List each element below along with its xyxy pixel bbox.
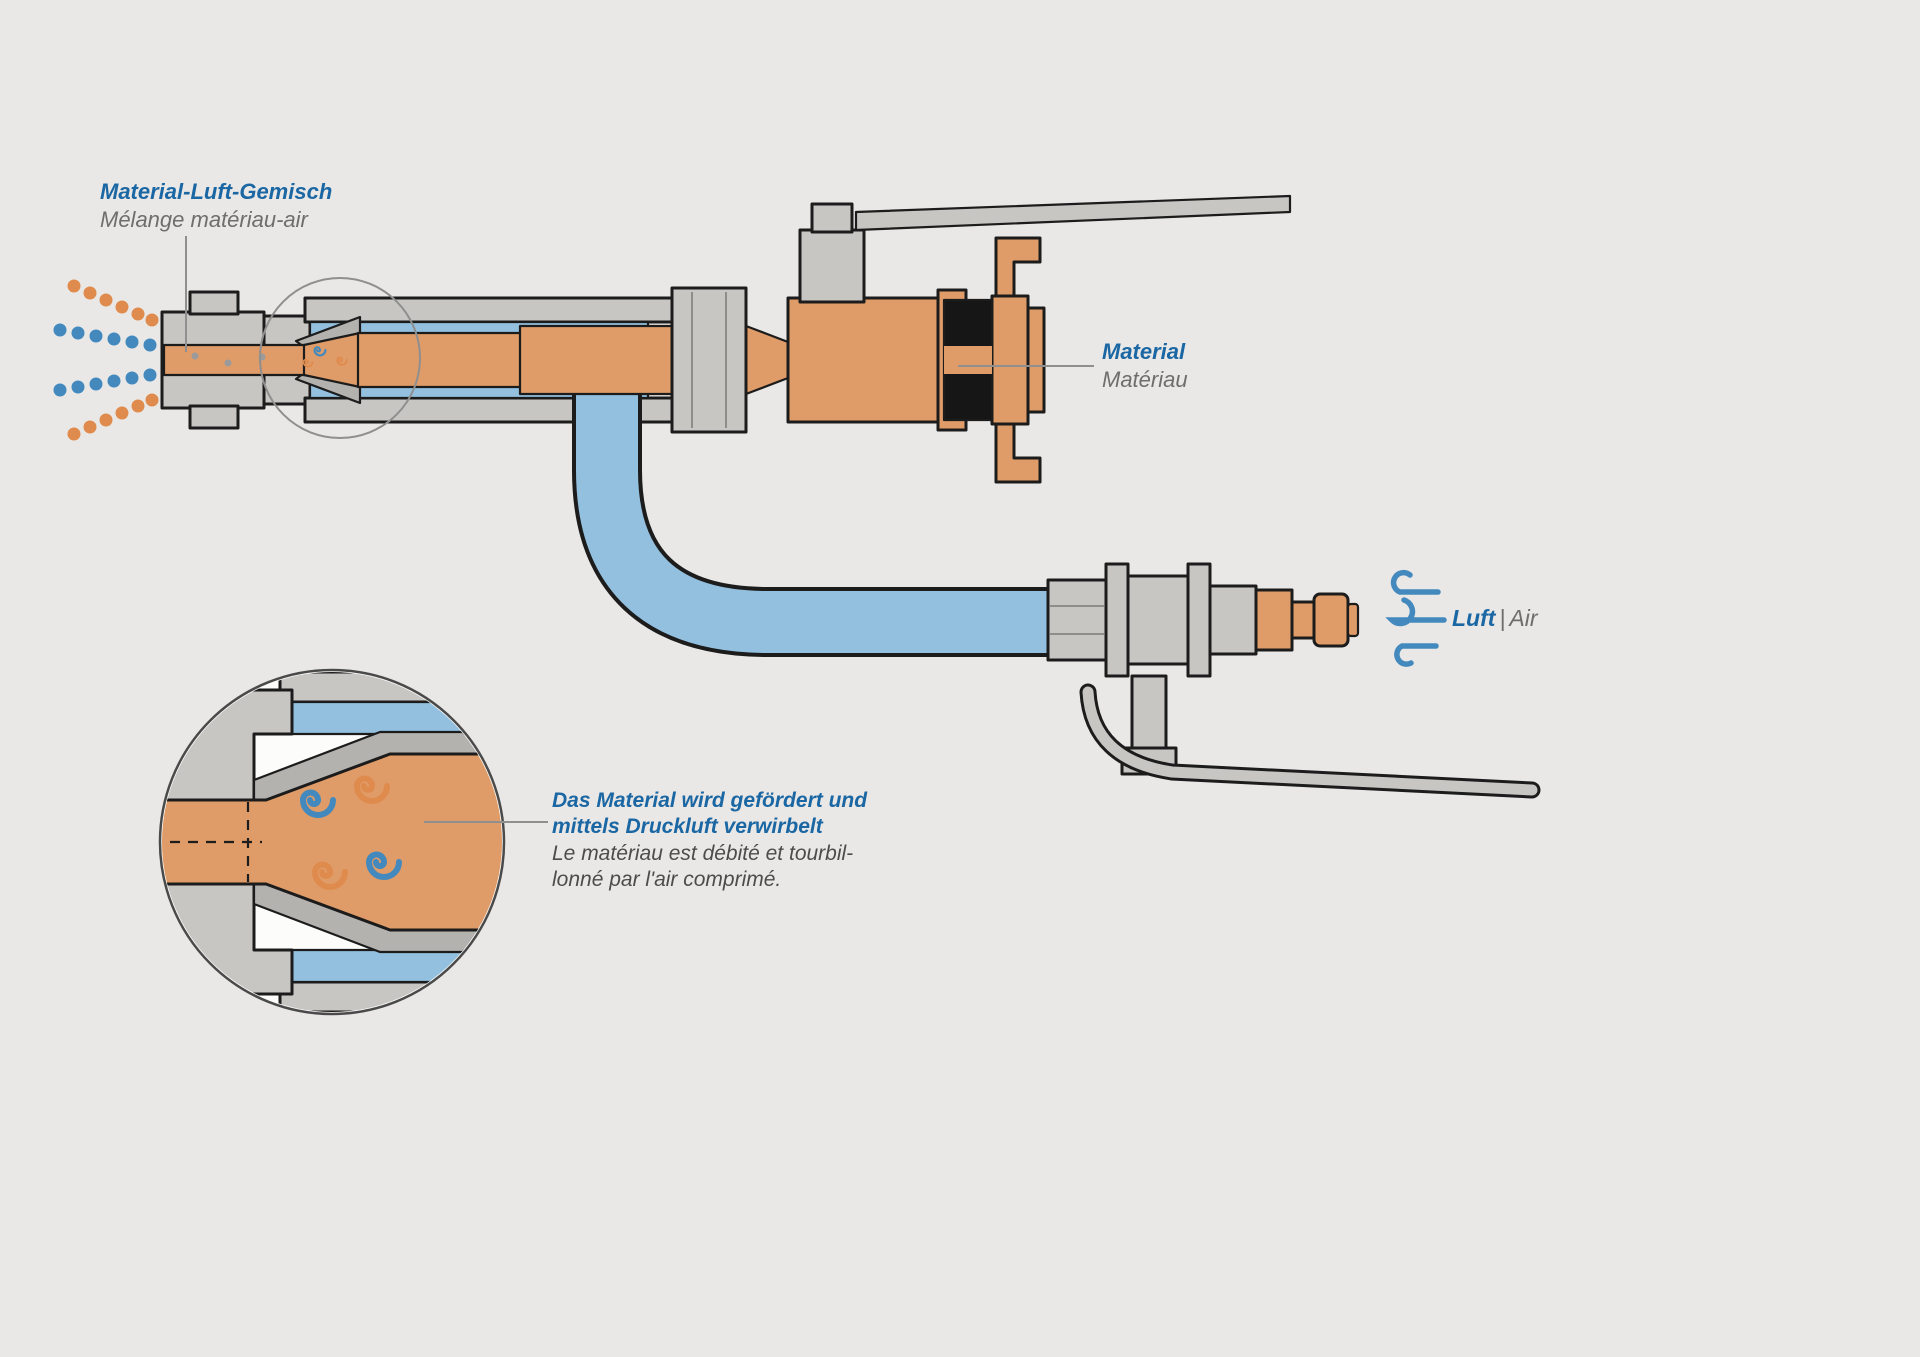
material-specks: [191, 352, 266, 367]
description-label: Das Material wird gefördert und mittels …: [552, 788, 867, 893]
air-nipple: [1254, 588, 1360, 652]
material-label-fr: Matériau: [1102, 366, 1188, 392]
material-valve: [798, 202, 866, 304]
detail-view: [158, 668, 506, 1016]
material-valve-handle: [854, 194, 1292, 232]
mixture-label-de: Material-Luft-Gemisch: [100, 179, 333, 204]
air-label: Luft|Air: [1452, 604, 1538, 633]
description-de-line2: mittels Druckluft verwirbelt: [552, 815, 823, 839]
description-de-line1: Das Material wird gefördert und: [552, 789, 868, 812]
spray-dots: [53, 279, 159, 441]
air-label-separator: |: [1499, 605, 1506, 631]
material-label-de: Material: [1102, 339, 1186, 364]
air-valve: [1046, 562, 1258, 678]
coupling-claw-top: [994, 236, 1042, 298]
leader-lines: [185, 236, 1094, 823]
pipe-collar: [670, 286, 748, 434]
description-fr-line1: Le matériau est débité et tourbil-: [552, 841, 854, 865]
wind-icon: [1385, 569, 1447, 667]
description-fr-line2: lonné par l'air comprimé.: [552, 867, 782, 891]
coupling-claw-bottom: [994, 422, 1042, 484]
material-channel: [162, 296, 954, 424]
material-label: Material Matériau: [1102, 338, 1188, 393]
mixture-label: Material-Luft-Gemisch Mélange matériau-a…: [100, 178, 332, 233]
material-coupling: [936, 236, 1046, 484]
mixture-label-fr: Mélange matériau-air: [100, 206, 308, 232]
air-label-fr: Air: [1509, 605, 1538, 631]
air-label-de: Luft: [1452, 605, 1496, 631]
detail-annotation-circle: [259, 277, 421, 439]
air-valve-handle: [1079, 674, 1541, 799]
